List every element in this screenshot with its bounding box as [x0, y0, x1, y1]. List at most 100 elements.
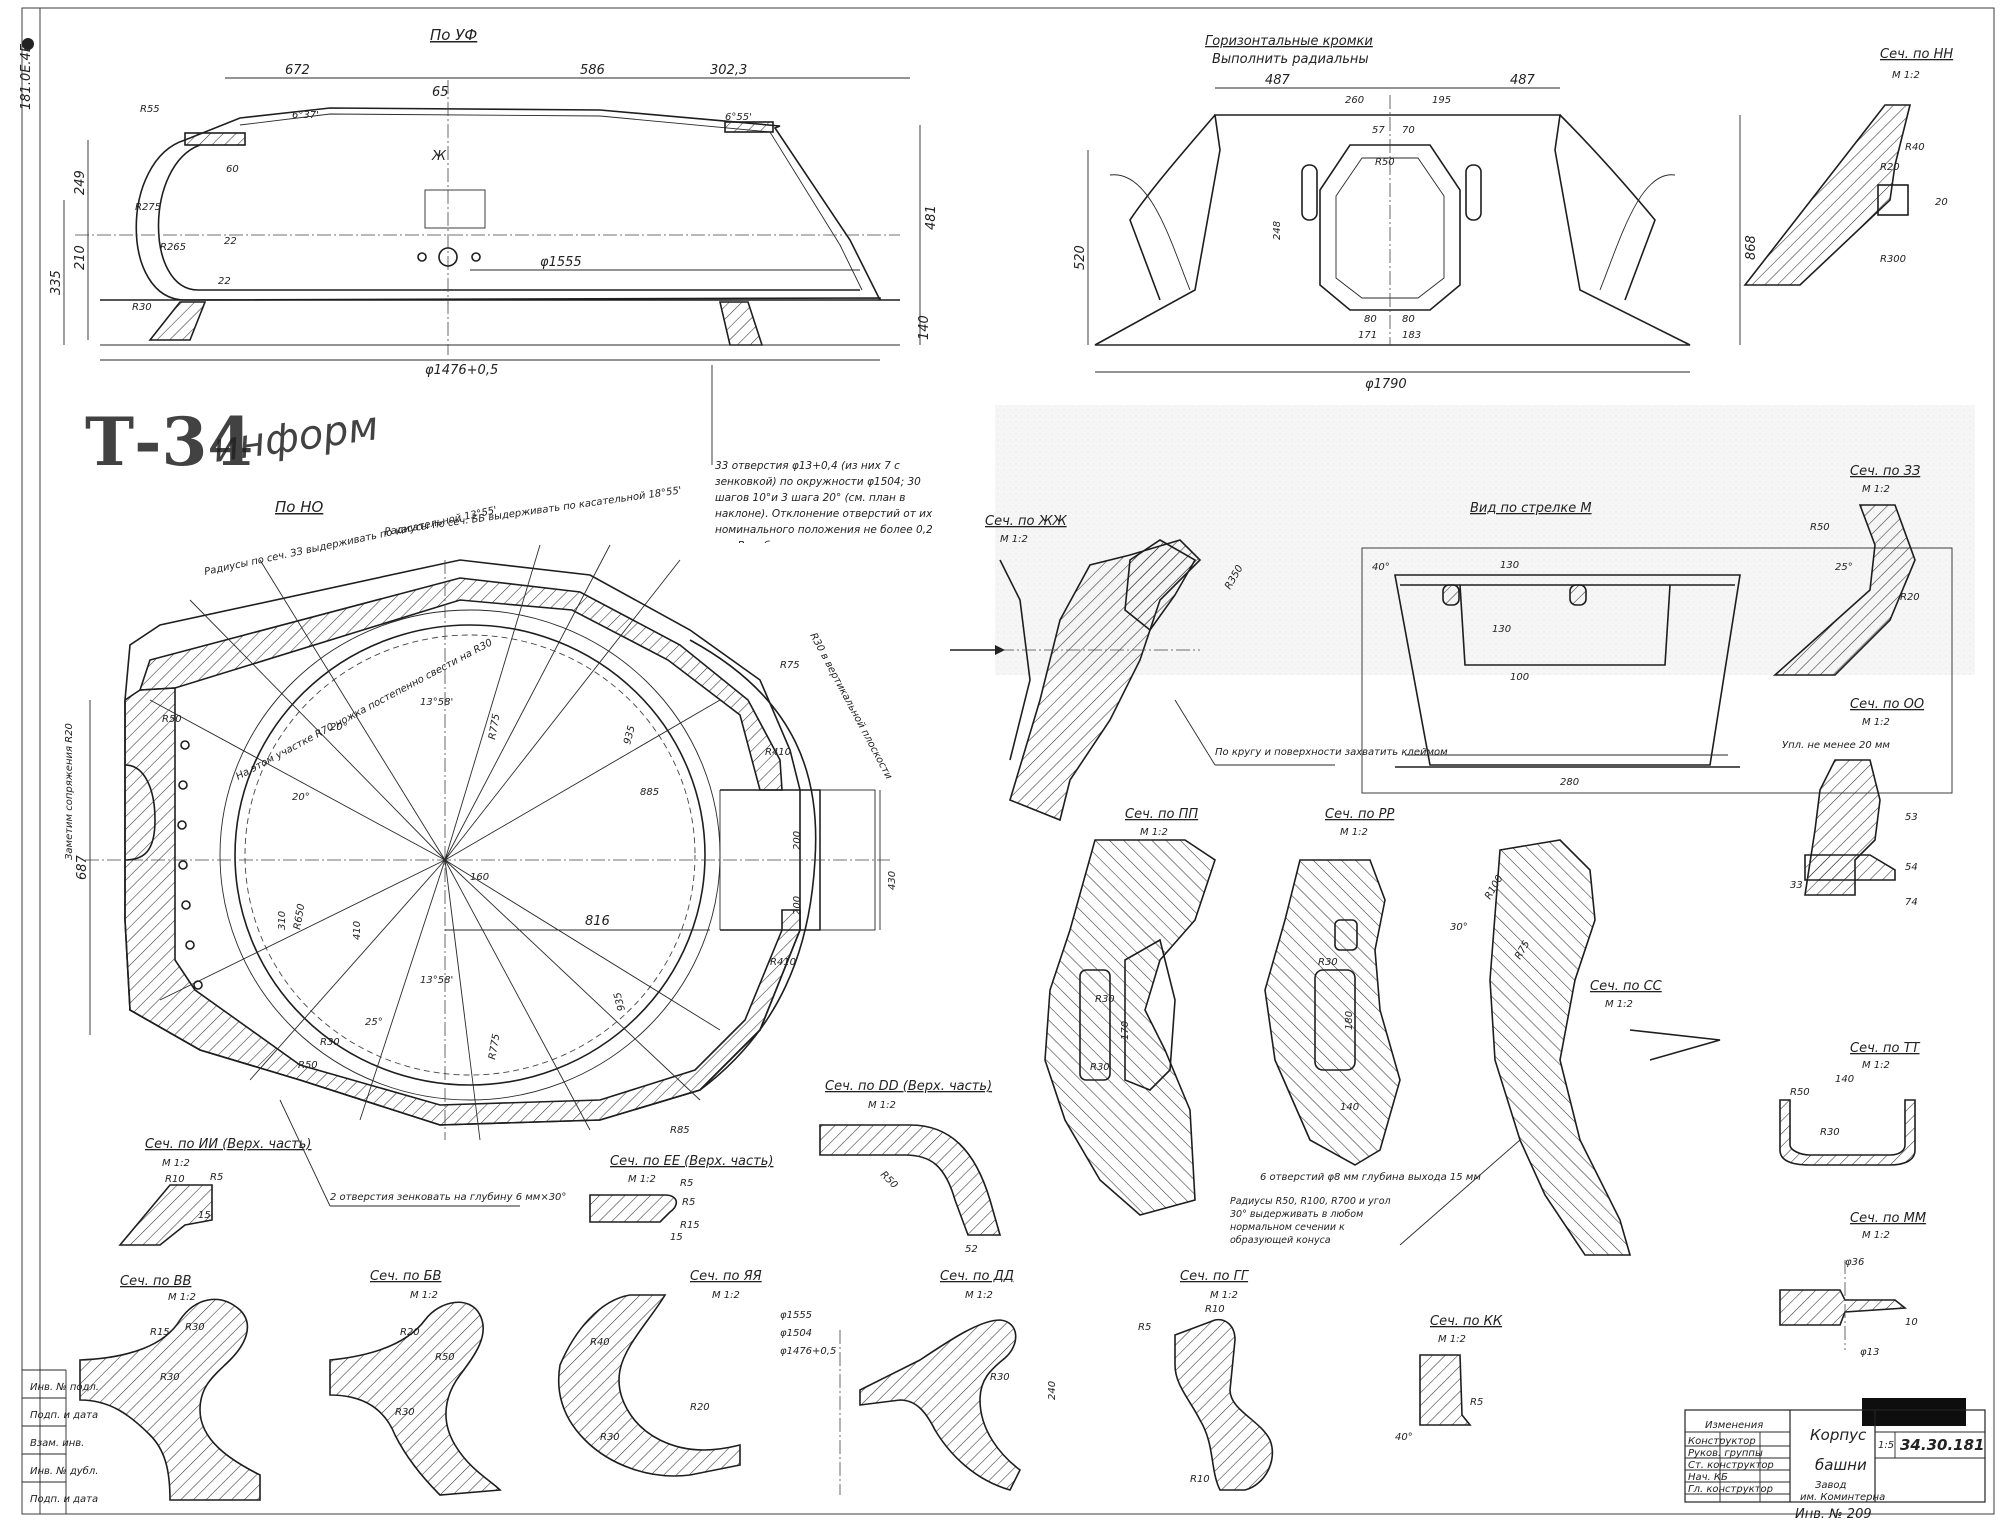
top-dim-65: 65	[432, 85, 449, 100]
section-dd-scale: М 1:2	[868, 1100, 896, 1111]
dd2-dim-240: 240	[1047, 1381, 1058, 1400]
top-dim-210: 210	[73, 245, 88, 270]
section-pp-title: Сеч. по ПП	[1125, 807, 1198, 822]
scan-redaction-block	[1862, 1398, 1966, 1426]
plan-note-6: 2 отверстия зенковать на глубину 6 мм×30…	[330, 1191, 566, 1203]
plan-dim-160: 160	[470, 872, 489, 883]
hh-dim-r20: R20	[1880, 162, 1900, 173]
ii-dim-r5: R5	[210, 1172, 223, 1183]
bb-dim-r20: R20	[400, 1327, 420, 1338]
section-zz: Сеч. по ЗЗ М 1:2 R50 R20 25°	[1772, 464, 1920, 676]
plan-dim-13-58b: 13°58'	[420, 975, 453, 986]
pp-dim-r30a: R30	[1095, 994, 1115, 1005]
rr-dim-180: 180	[1344, 1011, 1355, 1030]
section-zz-title: Сеч. по ЗЗ	[1850, 464, 1920, 479]
section-mm-title: Сеч. по ММ	[1850, 1211, 1926, 1226]
watermark-main: Т-34	[85, 403, 253, 481]
top-dim-672: 672	[285, 63, 310, 78]
side-label-4: Инв. № дубл.	[30, 1465, 98, 1477]
right-view-title: Вид по стрелке М	[1470, 501, 1592, 516]
front-elevation-view: Горизонтальные кромки Выполнить радиальн…	[1073, 34, 1759, 392]
section-rr-scale: М 1:2	[1340, 827, 1368, 838]
oo-dim-33: 33	[1790, 880, 1803, 891]
plan-note-5: На этом участке R70 ножка постепенно све…	[234, 637, 494, 782]
yaya-dim-r30: R30	[600, 1432, 620, 1443]
vv-dim-r30b: R30	[160, 1372, 180, 1383]
rev-header: Изменения	[1705, 1420, 1763, 1431]
role-1: Конструктор	[1688, 1436, 1756, 1447]
top-dim-6-55: 6°55'	[725, 112, 752, 123]
section-yaya: Сеч. по ЯЯ М 1:2 R40 R20 R30	[557, 1269, 762, 1477]
side-label-1: Инв. № подл.	[30, 1382, 99, 1393]
yaya-dim-r20: R20	[690, 1402, 710, 1413]
section-dd2-scale: М 1:2	[965, 1290, 993, 1301]
top-dim-586: 586	[580, 63, 605, 78]
section-dd2-title: Сеч. по ДД	[940, 1269, 1014, 1284]
plan-dim-r30: R30	[320, 1037, 340, 1048]
front-dim-d1790: φ1790	[1365, 377, 1407, 392]
top-dim-22b: 22	[218, 276, 231, 287]
plan-dim-r650: R650	[292, 903, 307, 931]
part-name-1: Корпус	[1810, 1426, 1867, 1444]
section-gg-scale: М 1:2	[1210, 1290, 1238, 1301]
section-rr: Сеч. по РР М 1:2 180 R30 140 6 отверстий…	[1260, 807, 1481, 1183]
section-ii-scale: М 1:2	[162, 1158, 190, 1169]
mm-dim-d36: φ36	[1845, 1257, 1864, 1268]
scan-shadow	[995, 405, 1975, 675]
plan-dim-410: 410	[352, 921, 363, 940]
section-dd2: Сеч. по ДД М 1:2 φ1555 φ1504 φ1476+0,5 R…	[780, 1269, 1058, 1495]
rr-dim-140: 140	[1340, 1102, 1359, 1113]
section-tt: Сеч. по ТТ М 1:2 R30 R50 140	[1779, 1041, 1921, 1166]
plan-bolt-holes	[177, 740, 203, 990]
plan-dim-200a: 200	[792, 831, 803, 850]
section-ii-top: Сеч. по ИИ (Верх. часть) М 1:2 R10 15 R5	[118, 1137, 312, 1246]
role-2: Руков. группы	[1688, 1448, 1763, 1459]
front-dim-171: 171	[1358, 330, 1377, 341]
section-pp: Сеч. по ПП М 1:2 R30 170 R30	[1044, 807, 1216, 1216]
vv-dim-r15: R15	[150, 1327, 170, 1338]
section-bb: Сеч. по БВ М 1:2 R20 R50 R30	[329, 1269, 502, 1496]
role-5: Гл. конструктор	[1688, 1484, 1773, 1495]
right-dim-130a: 130	[1500, 560, 1519, 571]
ii-dim-r10: R10	[165, 1174, 185, 1185]
yaya-dim-r40: R40	[590, 1337, 610, 1348]
section-ee-top: Сеч. по ЕЕ (Верх. часть) М 1:2 R5 R5 15 …	[589, 1154, 773, 1243]
front-dim-868: 868	[1744, 235, 1759, 260]
top-dim-r275: R275	[135, 202, 161, 213]
front-dim-487b: 487	[1510, 73, 1536, 88]
mm-dim-d13: φ13	[1860, 1347, 1879, 1358]
sheet-frame	[21, 7, 1995, 1515]
section-kk-scale: М 1:2	[1438, 1334, 1466, 1345]
section-zhzh-title: Сеч. по ЖЖ	[985, 514, 1068, 529]
plan-radial-lines	[149, 544, 721, 1141]
section-vv: Сеч. по ВВ М 1:2 R15 R30 R30	[79, 1274, 261, 1501]
plan-view: По НО	[64, 485, 898, 1207]
plan-dim-r50: R50	[162, 714, 182, 725]
section-bb-scale: М 1:2	[410, 1290, 438, 1301]
section-mm: Сеч. по ММ М 1:2 φ36 φ13 10	[1779, 1211, 1926, 1358]
section-tt-scale: М 1:2	[1862, 1060, 1890, 1071]
section-kk-title: Сеч. по КК	[1430, 1314, 1503, 1329]
pp-dim-170: 170	[1120, 1021, 1131, 1040]
section-pp-scale: М 1:2	[1140, 827, 1168, 838]
front-dim-80a: 80	[1364, 314, 1377, 325]
plan-dim-200b: 200	[792, 896, 803, 915]
bb-dim-r30: R30	[395, 1407, 415, 1418]
top-dim-d1555: φ1555	[540, 255, 582, 270]
view-by-arrow-m: Вид по стрелке М 40° 130 130 100 280	[1361, 501, 1953, 794]
title-block: Изменения Конструктор Руков. группы Ст. …	[1684, 1409, 1986, 1522]
side-stamp-labels: Инв. № подл. Подп. и дата Взам. инв. Инв…	[30, 1382, 99, 1505]
plan-note-4: Заметим сопряжения R20	[64, 723, 75, 860]
dd2-dim-d1476: φ1476+0,5	[780, 1346, 836, 1357]
cc-dim-30: 30°	[1450, 922, 1468, 933]
section-zhzh: Сеч. по ЖЖ М 1:2 По кругу и поверхности …	[950, 514, 1448, 822]
gg-dim-r5: R5	[1138, 1322, 1151, 1333]
plan-dim-r775b: R775	[487, 1033, 502, 1061]
dd2-dim-d1504: φ1504	[780, 1328, 812, 1339]
plan-dim-816: 816	[585, 914, 610, 929]
top-dim-481: 481	[924, 205, 939, 230]
top-dim-r55: R55	[140, 104, 160, 115]
plan-dim-935a: 935	[622, 724, 638, 745]
ii-dim-15: 15	[198, 1210, 211, 1221]
dd2-dim-r30: R30	[990, 1372, 1010, 1383]
